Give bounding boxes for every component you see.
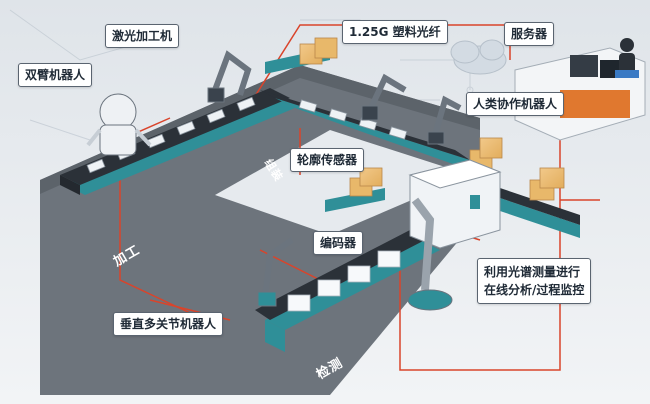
- callout-server: 服务器: [504, 22, 555, 46]
- box-icon: [299, 37, 565, 201]
- server-icon: [514, 47, 646, 141]
- callout-spectral-line-1: 利用光谱测量进行: [484, 265, 581, 279]
- white-boxes: [287, 250, 401, 312]
- callout-cobot: 人类协作机器人: [466, 92, 565, 116]
- person-icon: [615, 38, 639, 78]
- callout-spectral: 利用光谱测量进行 在线分析/过程监控: [477, 258, 592, 304]
- callout-encoder: 编码器: [313, 231, 364, 255]
- callout-dual-arm: 双臂机器人: [18, 63, 93, 87]
- callout-vertical-robot: 垂直多关节机器人: [113, 312, 224, 336]
- conveyor-top: [60, 88, 295, 195]
- robot-icon: [86, 50, 462, 311]
- cloud-icon: [450, 39, 507, 75]
- callout-fiber: 1.25G 塑料光纤: [342, 20, 448, 44]
- callout-spectral-line-2: 在线分析/过程监控: [484, 283, 585, 297]
- callout-laser: 激光加工机: [105, 24, 180, 48]
- callout-contour-sensor: 轮廓传感器: [290, 148, 365, 172]
